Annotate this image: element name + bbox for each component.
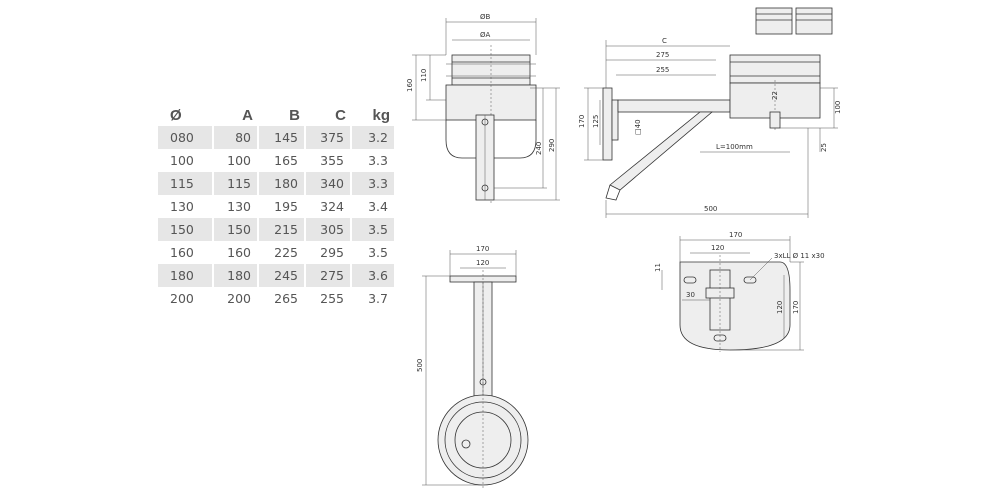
cell-diameter: 115 [158,172,214,195]
cell-a: 180 [214,264,259,287]
dim-a-label: ØA [480,31,491,39]
dim-22-label: 22 [771,91,779,100]
cell-c: 305 [306,218,352,241]
top-dim-500-label: 500 [416,359,424,372]
dim-l-label: L=100mm [716,143,753,151]
plate-dim-170-side-label: 170 [792,301,800,314]
plate-dim-30-label: 30 [686,291,695,299]
table-row: 180 180 245 275 3.6 [158,264,396,287]
top-dim-170-label: 170 [476,245,489,253]
cell-c: 275 [306,264,352,287]
plate-dim-120-top-label: 120 [711,244,724,252]
header-c: C [335,106,346,124]
table-row: 130 130 195 324 3.4 [158,195,396,218]
cell-a: 100 [214,149,259,172]
cell-kg: 3.2 [352,126,396,149]
cell-c: 375 [306,126,352,149]
dimension-table: Ø A B C kg 080 80 145 375 3.2 100 100 16… [158,104,396,310]
plate-view: 170 120 11 30 120 170 3xLL Ø 11 x30 [654,231,825,352]
wall-plate [602,87,613,161]
dim-40-label: □40 [634,119,642,135]
horizontal-arm [617,99,731,113]
slot [743,276,757,284]
dim-160-label: 160 [406,79,414,92]
dim-240-label: 240 [535,142,543,155]
cell-a: 150 [214,218,259,241]
cell-b: 195 [259,195,306,218]
mounting-plate [679,261,791,351]
cell-c: 324 [306,195,352,218]
top-view: 170 120 500 [416,245,529,490]
cell-diameter: 160 [158,241,214,264]
cell-kg: 3.5 [352,241,396,264]
cell-kg: 3.6 [352,264,396,287]
dim-275-label: 275 [656,51,669,59]
plate-slots-label: 3xLL Ø 11 x30 [774,252,825,260]
table-row: 200 200 265 255 3.7 [158,287,396,310]
front-view: ØB ØA 160 110 240 290 [406,13,560,205]
cell-a: 160 [214,241,259,264]
pipe-collar [451,54,531,86]
table-row: 160 160 225 295 3.5 [158,241,396,264]
pipe-collar-side [729,54,821,84]
header-diameter: Ø [170,106,182,124]
cell-b: 165 [259,149,306,172]
cell-kg: 3.4 [352,195,396,218]
cell-diameter: 150 [158,218,214,241]
cell-c: 255 [306,287,352,310]
cell-b: 245 [259,264,306,287]
cell-diameter: 080 [158,126,214,149]
cell-c: 295 [306,241,352,264]
dim-125-label: 125 [592,115,600,128]
dim-110-label: 110 [420,69,428,82]
cell-a: 80 [214,126,259,149]
slot [683,276,697,284]
cell-kg: 3.5 [352,218,396,241]
cell-kg: 3.3 [352,149,396,172]
side-view: C 275 255 170 125 □40 22 100 [578,37,842,218]
table-header-row: Ø A B C kg [158,104,396,126]
header-a: A [242,106,253,124]
plate-dim-120-side-label: 120 [776,301,784,314]
cell-a: 115 [214,172,259,195]
table-row: 100 100 165 355 3.3 [158,149,396,172]
header-b: B [289,106,300,124]
cell-diameter: 200 [158,287,214,310]
diagonal-strut [609,111,714,191]
dim-290-label: 290 [548,139,556,152]
dim-25-label: 25 [820,143,828,152]
dim-500-label: 500 [704,205,717,213]
dim-100-label: 100 [834,101,842,114]
cell-kg: 3.7 [352,287,396,310]
cell-diameter: 100 [158,149,214,172]
cell-diameter: 180 [158,264,214,287]
dim-b-label: ØB [480,13,491,21]
cell-a: 200 [214,287,259,310]
dim-255-label: 255 [656,66,669,74]
cell-b: 225 [259,241,306,264]
cell-b: 215 [259,218,306,241]
cell-b: 145 [259,126,306,149]
pipe-sections [755,7,833,35]
dim-170-label: 170 [578,115,586,128]
cell-kg: 3.3 [352,172,396,195]
cell-c: 355 [306,149,352,172]
header-kg: kg [372,106,390,124]
cell-b: 180 [259,172,306,195]
top-dim-120-label: 120 [476,259,489,267]
cell-diameter: 130 [158,195,214,218]
table-row: 150 150 215 305 3.5 [158,218,396,241]
cell-b: 265 [259,287,306,310]
dim-c-label: C [662,37,667,45]
plate-dim-11-label: 11 [654,263,662,272]
table-row: 080 80 145 375 3.2 [158,126,396,149]
plate-dim-170-top-label: 170 [729,231,742,239]
cell-c: 340 [306,172,352,195]
cell-a: 130 [214,195,259,218]
table-row: 115 115 180 340 3.3 [158,172,396,195]
